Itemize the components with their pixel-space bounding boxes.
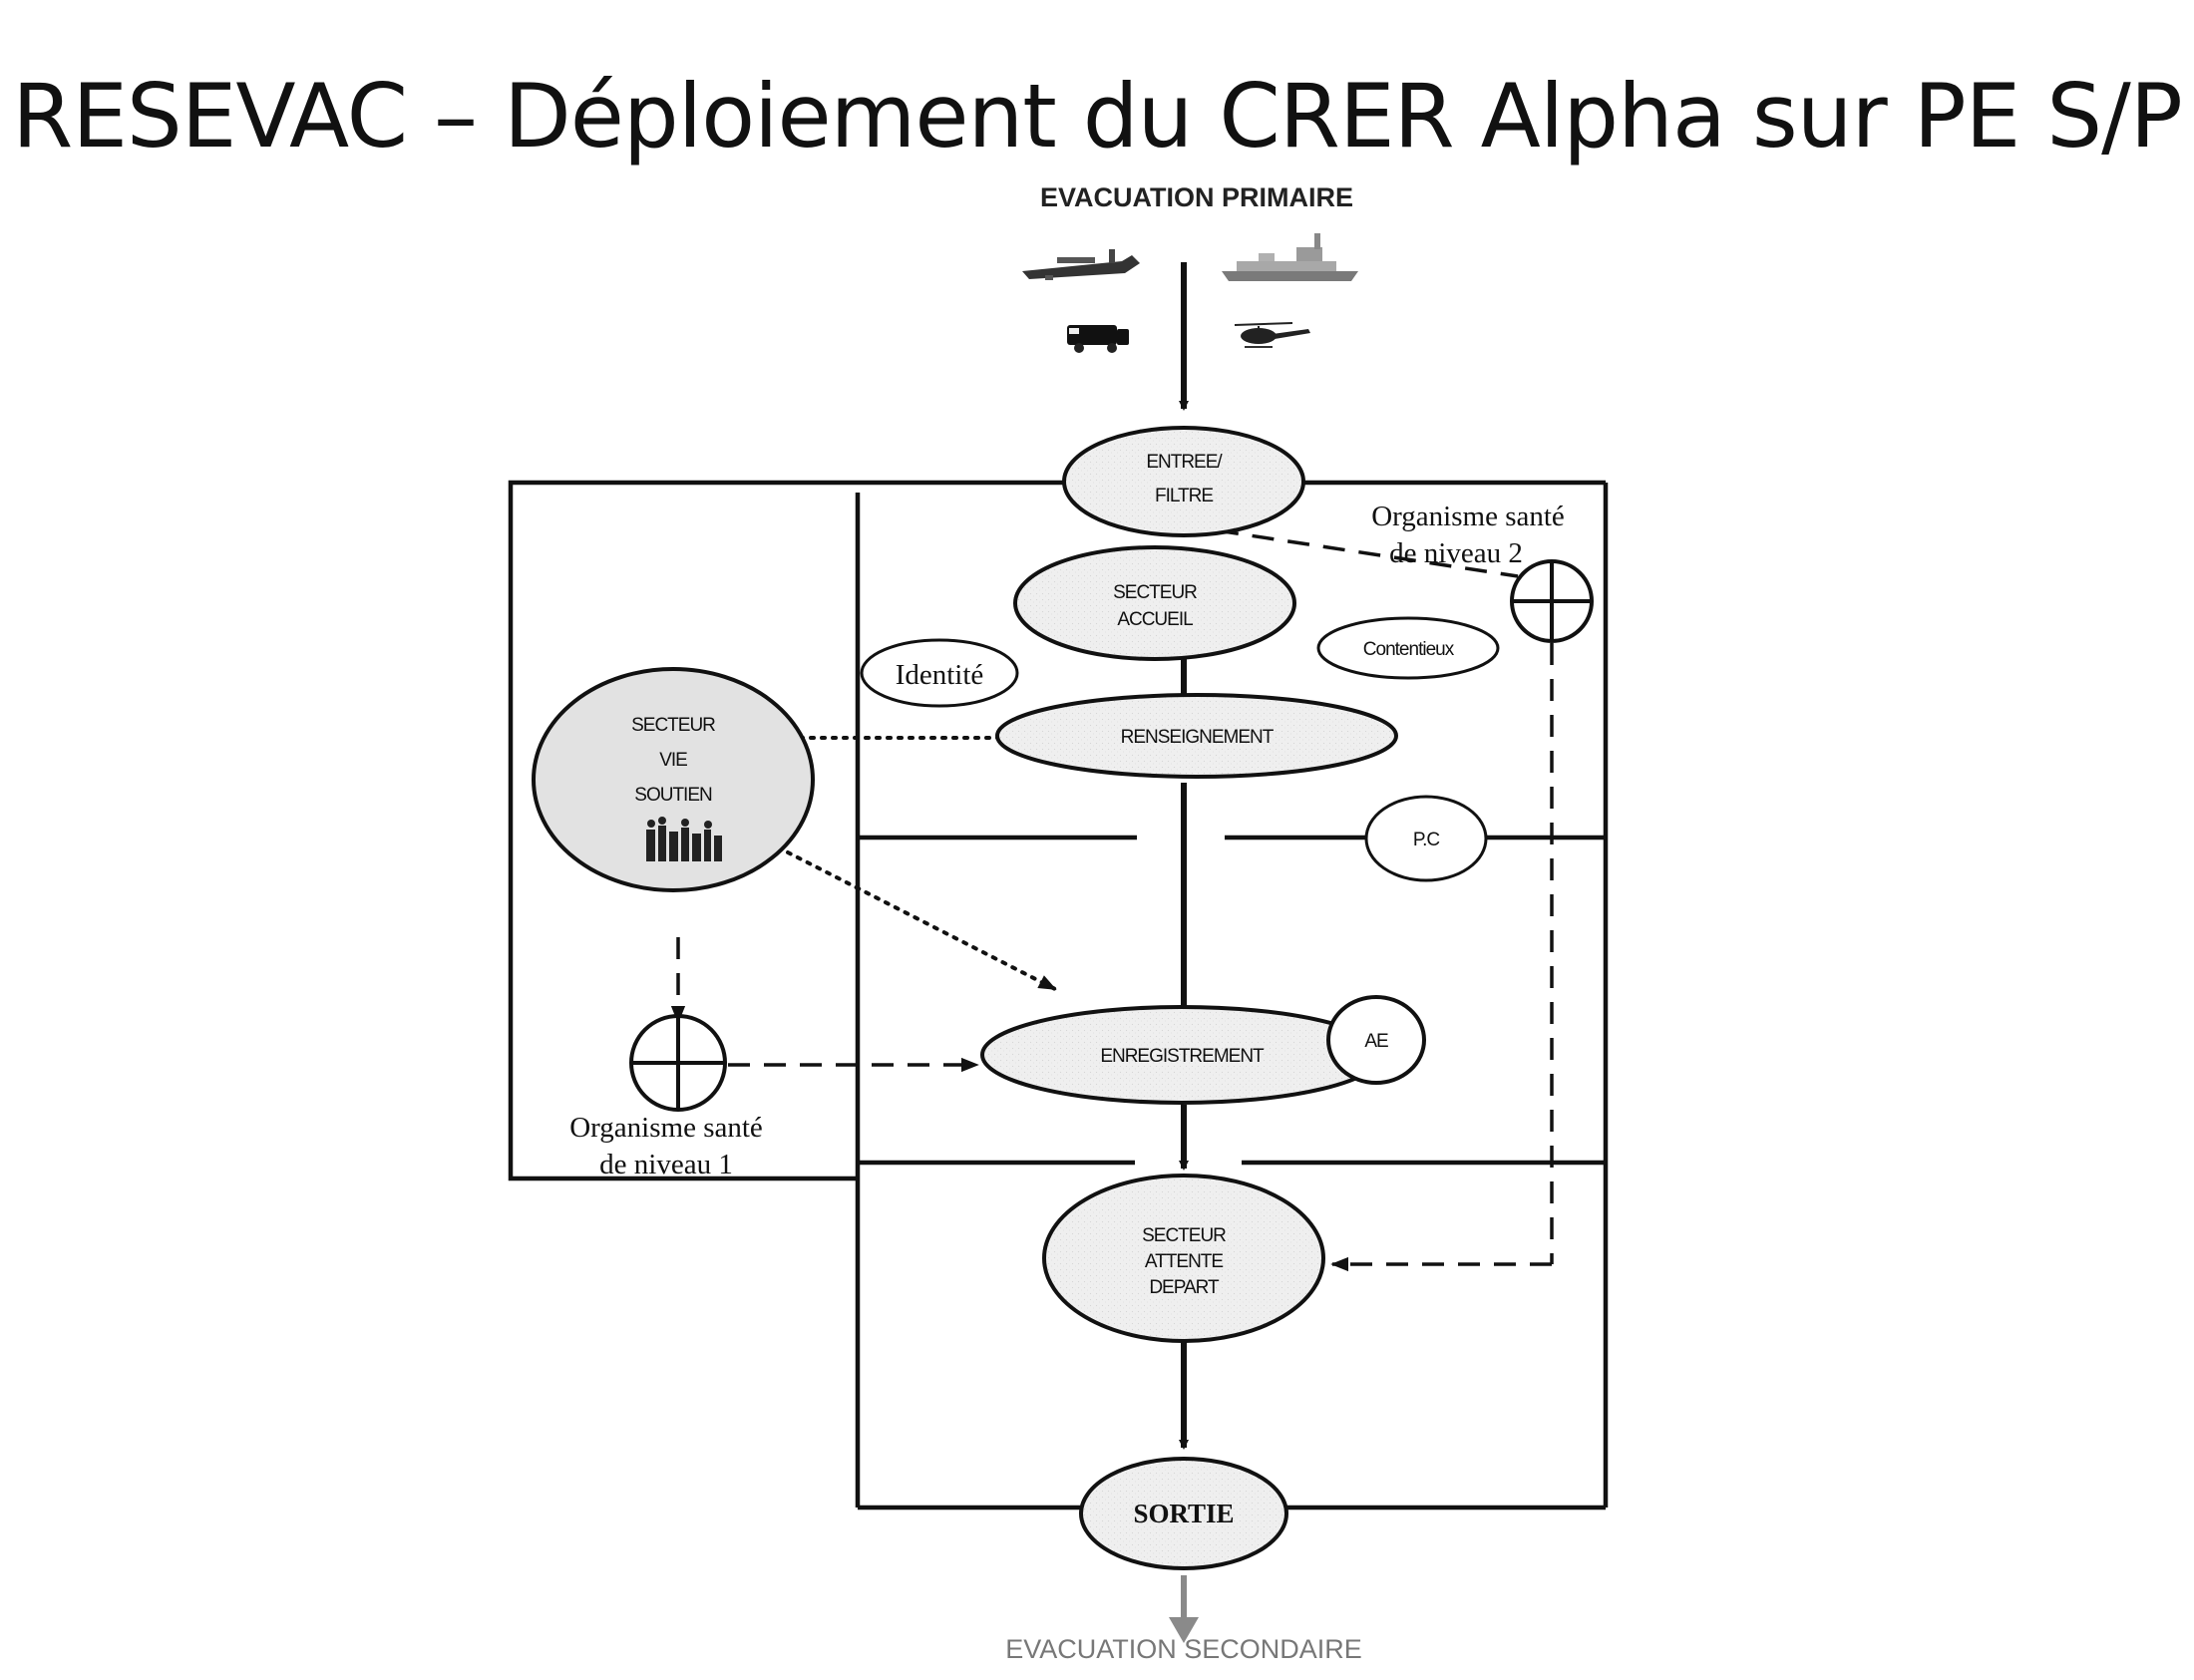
vie-soutien-line-2: VIE (659, 750, 687, 771)
niveau-1-dashed-paths (670, 937, 979, 1073)
identite-node: Identité (860, 638, 1019, 708)
enregistrement-label: ENREGISTREMENT (1100, 1046, 1265, 1067)
entree-filtre-node: ENTREE/ FILTRE (1062, 426, 1305, 537)
niveau-2-dashed-path (1216, 528, 1554, 1272)
people-icon (646, 817, 722, 861)
ae-node: AE (1326, 995, 1426, 1085)
entree-filtre-line-1: ENTREE/ (1146, 452, 1223, 473)
medical-cross-icon (629, 1014, 727, 1112)
medical-cross-icon (1510, 559, 1594, 643)
vie-soutien-line-3: SOUTIEN (634, 785, 712, 806)
secteur-accueil-line-2: ACCUEIL (1117, 609, 1193, 630)
airplane-icon (1022, 249, 1140, 280)
renseignement-node: RENSEIGNEMENT (995, 693, 1398, 779)
contentieux-label: Contentieux (1363, 639, 1455, 660)
secteur-vie-soutien-node: SECTEUR VIE SOUTIEN (532, 667, 815, 892)
slide-title: RESEVAC – Déploiement du CRER Alpha sur … (12, 65, 2183, 168)
evacuation-secondaire-label: EVACUATION SECONDAIRE (1005, 1634, 1362, 1664)
truck-icon (1067, 325, 1129, 353)
attente-depart-line-2: ATTENTE (1145, 1251, 1223, 1272)
secteur-attente-depart-node: SECTEUR ATTENTE DEPART (1042, 1174, 1325, 1343)
sortie-node: SORTIE (1079, 1457, 1288, 1570)
organisme-sante-niveau-2: Organisme santé de niveau 2 (1371, 501, 1594, 643)
organisme-niveau-2-line-2: de niveau 2 (1389, 537, 1523, 569)
attente-depart-line-1: SECTEUR (1142, 1225, 1226, 1246)
secteur-accueil-node: SECTEUR ACCUEIL (1013, 545, 1296, 661)
sortie-label: SORTIE (1133, 1499, 1234, 1528)
pc-label: P.C (1413, 830, 1440, 850)
organisme-niveau-2-line-1: Organisme santé (1371, 501, 1565, 532)
site-outline (508, 480, 1609, 1511)
helicopter-icon (1234, 322, 1310, 348)
identite-label: Identité (896, 659, 984, 691)
pc-node: P.C (1364, 795, 1488, 882)
attente-depart-line-3: DEPART (1149, 1277, 1220, 1298)
organisme-niveau-1-line-2: de niveau 1 (599, 1149, 733, 1180)
vie-soutien-line-1: SECTEUR (631, 715, 715, 736)
secteur-accueil-line-1: SECTEUR (1113, 582, 1197, 603)
exit-arrow (1169, 1575, 1199, 1643)
renseignement-label: RENSEIGNEMENT (1121, 727, 1275, 748)
organisme-niveau-1-line-1: Organisme santé (569, 1112, 763, 1144)
organisme-sante-niveau-1: Organisme santé de niveau 1 (569, 1014, 763, 1180)
contentieux-node: Contentieux (1316, 616, 1500, 680)
evacuation-primaire-label: EVACUATION PRIMAIRE (1040, 182, 1353, 212)
ship-icon (1222, 233, 1358, 281)
entree-filtre-line-2: FILTRE (1155, 486, 1213, 506)
ae-label: AE (1364, 1031, 1388, 1052)
enregistrement-node: ENREGISTREMENT (980, 1005, 1383, 1105)
